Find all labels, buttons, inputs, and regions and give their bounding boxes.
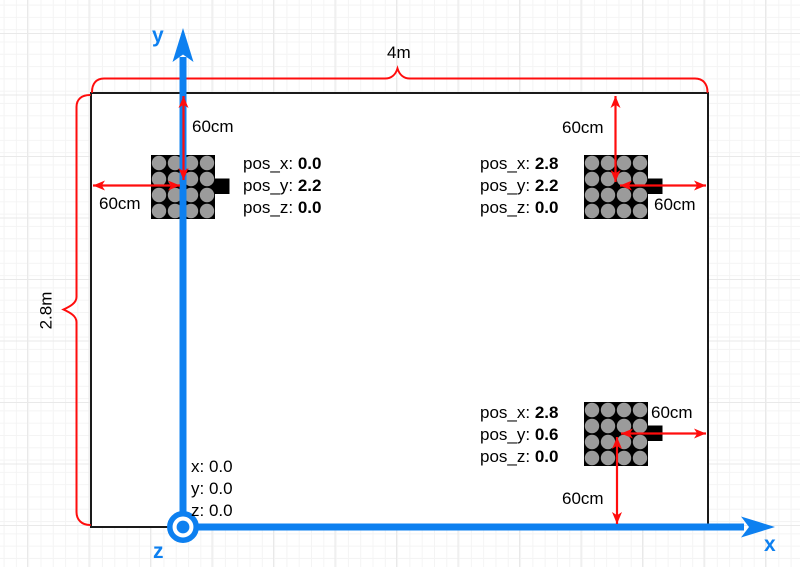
pos-y-line: pos_y: 0.6 xyxy=(480,425,559,444)
x-axis-label: x xyxy=(764,533,776,556)
offset-label-top-left-vertical: 60cm xyxy=(192,117,234,136)
room-width-label: 4m xyxy=(387,43,411,62)
robot-bottom-right-readout: pos_x: 2.8 pos_y: 0.6 pos_z: 0.0 xyxy=(480,402,558,468)
offset-label-top-right-horizontal: 60cm xyxy=(654,195,696,214)
pos-x-line: pos_x: 2.8 xyxy=(480,154,559,173)
y-axis-label: y xyxy=(152,24,164,47)
offset-label-bottom-right-horizontal: 60cm xyxy=(651,403,693,422)
offset-label-top-right-vertical: 60cm xyxy=(562,118,604,137)
y-axis-arrowhead-icon xyxy=(172,28,194,62)
room-height-label: 2.8m xyxy=(36,291,56,330)
origin-readout: x: 0.0 y: 0.0 z: 0.0 xyxy=(191,456,233,522)
pos-x-line: pos_x: 0.0 xyxy=(243,154,322,173)
origin-marker-dot xyxy=(176,520,190,534)
x-axis-arrowhead-icon xyxy=(741,516,775,538)
robot-top-right-readout: pos_x: 2.8 pos_y: 2.2 pos_z: 0.0 xyxy=(480,153,558,219)
room-height-brace xyxy=(61,94,91,526)
pos-y-line: pos_y: 2.2 xyxy=(243,176,322,195)
pos-x-line: pos_x: 2.8 xyxy=(480,403,559,422)
offset-label-top-left-horizontal: 60cm xyxy=(99,194,141,213)
origin-x-line: x: 0.0 xyxy=(191,457,233,476)
pos-z-line: pos_z: 0.0 xyxy=(480,447,559,466)
pos-z-line: pos_z: 0.0 xyxy=(480,198,559,217)
pos-y-line: pos_y: 2.2 xyxy=(480,176,559,195)
origin-y-line: y: 0.0 xyxy=(191,479,233,498)
room-width-brace xyxy=(91,65,709,93)
pos-z-line: pos_z: 0.0 xyxy=(243,198,322,217)
z-axis-label: z xyxy=(153,540,164,563)
origin-z-line: z: 0.0 xyxy=(191,501,233,520)
offset-label-bottom-right-vertical: 60cm xyxy=(562,489,604,508)
robot-top-left-readout: pos_x: 0.0 pos_y: 2.2 pos_z: 0.0 xyxy=(243,153,321,219)
